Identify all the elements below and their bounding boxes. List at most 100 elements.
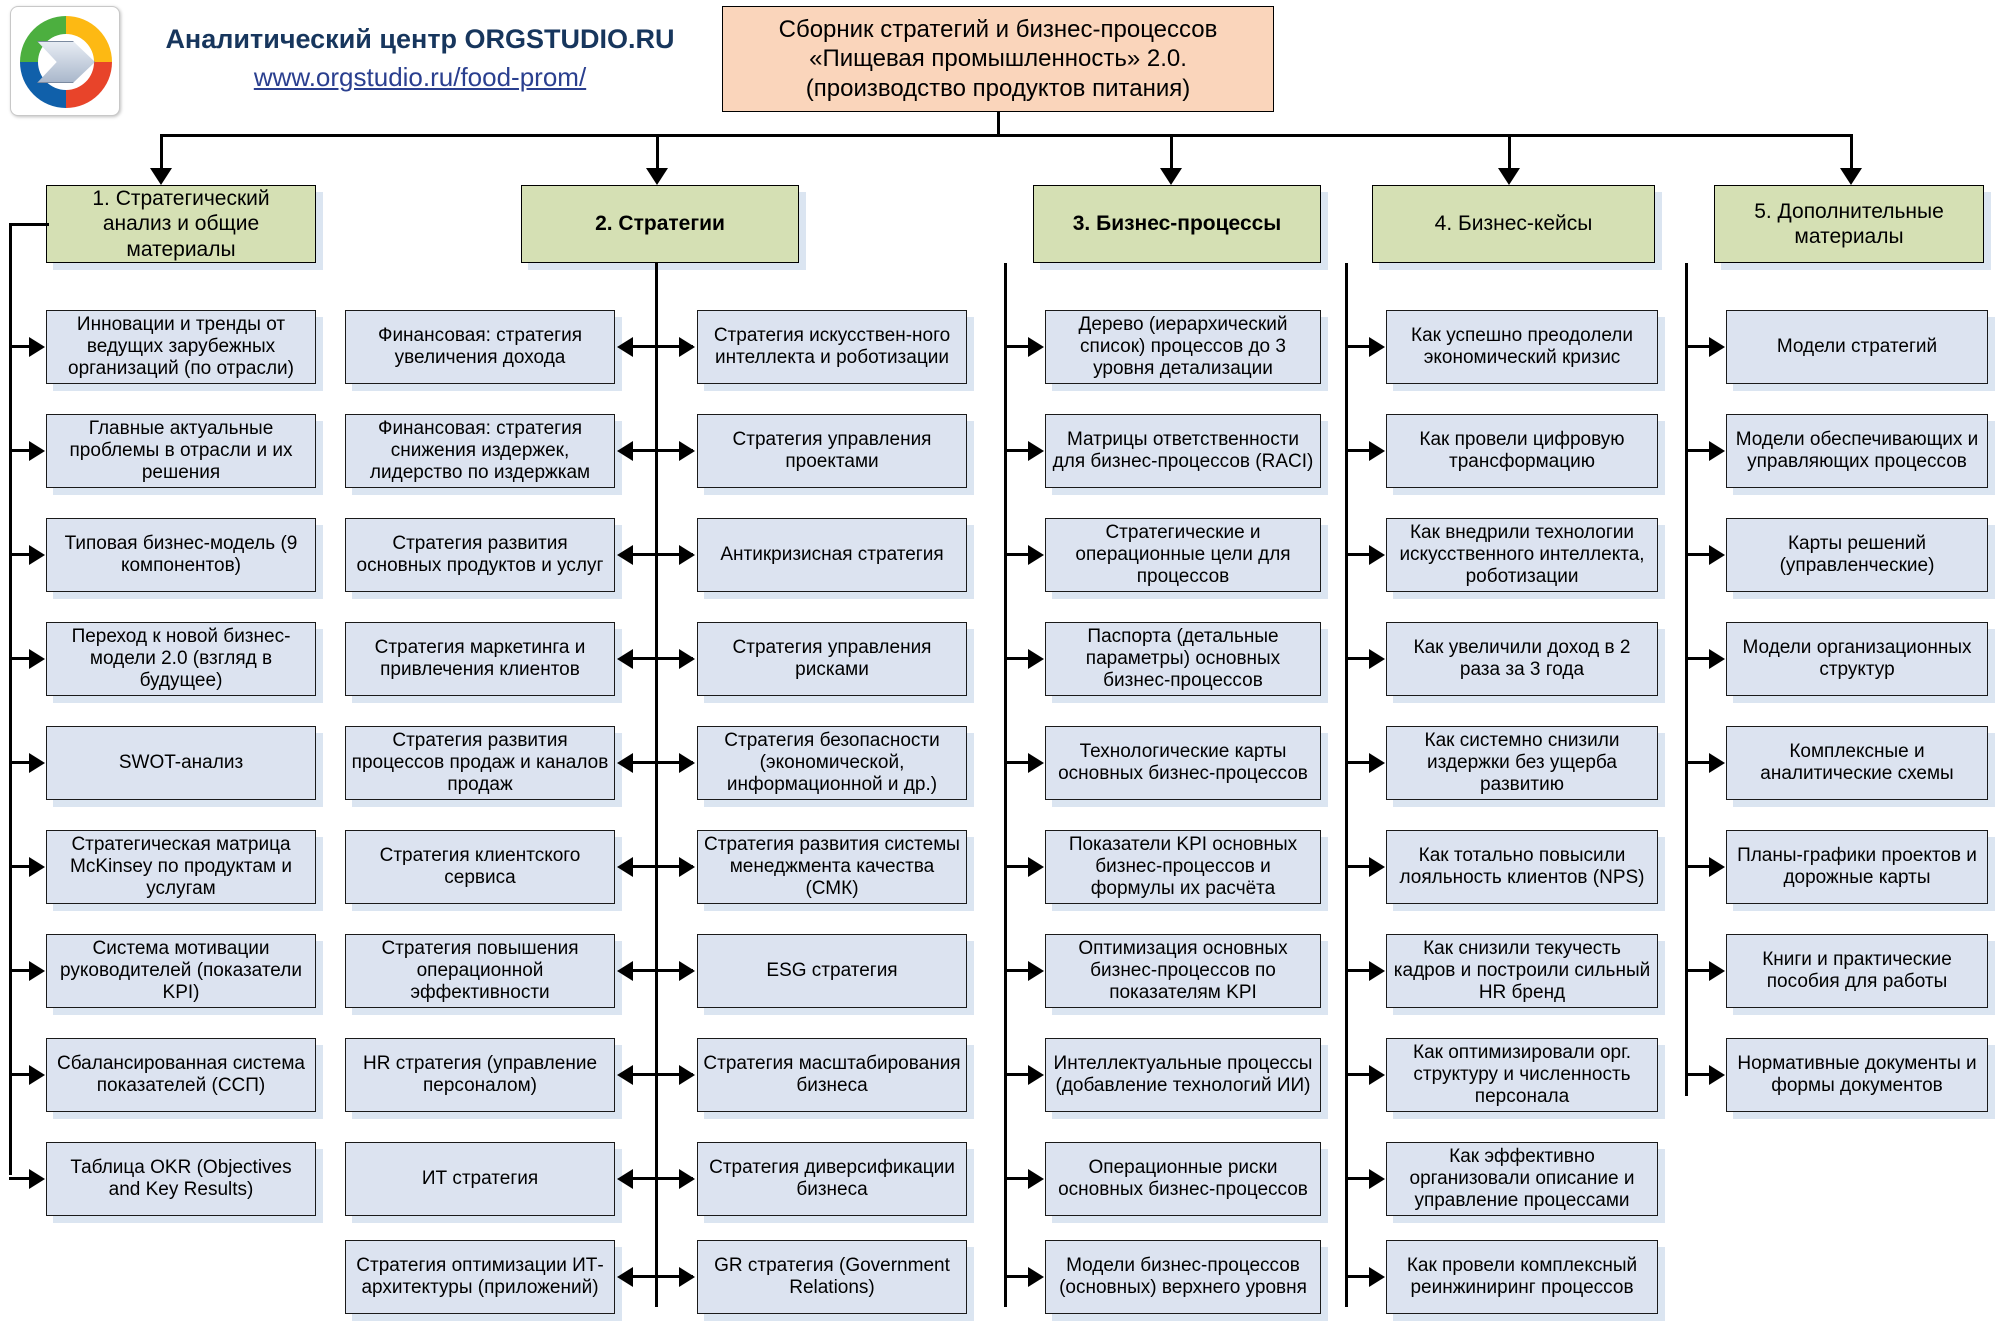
col4-item-1[interactable]: Как успешно преодолели экономический кри… bbox=[1386, 310, 1658, 384]
col3-item-4[interactable]: Паспорта (детальные параметры) основных … bbox=[1045, 622, 1321, 696]
col2a-item-6[interactable]: Стратегия клиентского сервиса bbox=[345, 830, 615, 904]
column-header-5[interactable]: 5. Дополнительные материалы bbox=[1714, 185, 1984, 263]
col4-item-9[interactable]: Как эффективно организовали описание и у… bbox=[1386, 1142, 1658, 1216]
col1-item-7-label: Система мотивации руководителей (показат… bbox=[60, 937, 302, 1004]
col2-arrow-left-9 bbox=[617, 1169, 633, 1189]
col5-item-2[interactable]: Модели обеспечивающих и управляющих проц… bbox=[1726, 414, 1988, 488]
col2b-item-7[interactable]: ESG стратегия bbox=[697, 934, 967, 1008]
col2a-item-4[interactable]: Стратегия маркетинга и привлечения клиен… bbox=[345, 622, 615, 696]
col2b-item-8[interactable]: Стратегия масштабирования бизнеса bbox=[697, 1038, 967, 1112]
col1-item-7[interactable]: Система мотивации руководителей (показат… bbox=[46, 934, 316, 1008]
col4-item-6[interactable]: Как тотально повысили лояльность клиенто… bbox=[1386, 830, 1658, 904]
col2b-item-2[interactable]: Стратегия управления проектами bbox=[697, 414, 967, 488]
col5-item-6[interactable]: Планы-графики проектов и дорожные карты bbox=[1726, 830, 1988, 904]
col4-item-1-label: Как успешно преодолели экономический кри… bbox=[1411, 324, 1633, 368]
col2a-item-5-label: Стратегия развития процессов продаж и ка… bbox=[351, 729, 609, 796]
col4-item-3[interactable]: Как внедрили технологии искусственного и… bbox=[1386, 518, 1658, 592]
col2b-item-1-label: Стратегия искусствен-ного интеллекта и р… bbox=[713, 324, 951, 368]
col2b-item-5[interactable]: Стратегия безопасности (экономической, и… bbox=[697, 726, 967, 800]
col2a-item-6-label: Стратегия клиентского сервиса bbox=[379, 844, 581, 888]
col2a-item-5[interactable]: Стратегия развития процессов продаж и ка… bbox=[345, 726, 615, 800]
col5-item-1[interactable]: Модели стратегий bbox=[1726, 310, 1988, 384]
col3-item-8[interactable]: Интеллектуальные процессы (добавление те… bbox=[1045, 1038, 1321, 1112]
col4-item-2[interactable]: Как провели цифровую трансформацию bbox=[1386, 414, 1658, 488]
col2b-item-9[interactable]: Стратегия диверсификации бизнеса bbox=[697, 1142, 967, 1216]
col3-conn-6 bbox=[1004, 865, 1029, 868]
col3-item-3[interactable]: Стратегические и операционные цели для п… bbox=[1045, 518, 1321, 592]
col2a-item-2[interactable]: Финансовая: стратегия снижения издержек,… bbox=[345, 414, 615, 488]
col1-conn-5 bbox=[9, 761, 30, 764]
col4-item-7[interactable]: Как снизили текучесть кадров и построили… bbox=[1386, 934, 1658, 1008]
col2-arrow-left-3 bbox=[617, 545, 633, 565]
brand-url-link[interactable]: www.orgstudio.ru/food-prom/ bbox=[253, 62, 587, 92]
col2-conn-10 bbox=[621, 1275, 693, 1278]
bus-stem-col1 bbox=[160, 134, 163, 172]
column-header-3-label: 3. Бизнес-процессы bbox=[1072, 212, 1282, 236]
col2b-item-10[interactable]: GR стратегия (Government Relations) bbox=[697, 1240, 967, 1314]
col3-item-6[interactable]: Показатели KPI основных бизнес-процессов… bbox=[1045, 830, 1321, 904]
col3-item-2[interactable]: Матрицы ответственности для бизнес-проце… bbox=[1045, 414, 1321, 488]
orgstudio-logo-icon bbox=[10, 6, 120, 116]
col1-item-4[interactable]: Переход к новой бизнес-модели 2.0 (взгля… bbox=[46, 622, 316, 696]
col5-item-3[interactable]: Карты решений (управленческие) bbox=[1726, 518, 1988, 592]
col3-item-9[interactable]: Операционные риски основных бизнес-проце… bbox=[1045, 1142, 1321, 1216]
col4-item-8[interactable]: Как оптимизировали орг. структуру и числ… bbox=[1386, 1038, 1658, 1112]
col1-item-2[interactable]: Главные актуальные проблемы в отрасли и … bbox=[46, 414, 316, 488]
col1-item-1[interactable]: Инновации и тренды от ведущих зарубежных… bbox=[46, 310, 316, 384]
col2a-item-7[interactable]: Стратегия повышения операционной эффекти… bbox=[345, 934, 615, 1008]
col1-item-8-label: Сбалансированная система показателей (СС… bbox=[57, 1052, 305, 1096]
col2b-item-3-label: Антикризисная стратегия bbox=[720, 543, 944, 565]
col5-item-8[interactable]: Нормативные документы и формы документов bbox=[1726, 1038, 1988, 1112]
col1-item-9[interactable]: Таблица OKR (Objectives and Key Results) bbox=[46, 1142, 316, 1216]
col2a-item-9[interactable]: ИТ стратегия bbox=[345, 1142, 615, 1216]
col2a-item-1-label: Финансовая: стратегия увеличения дохода bbox=[378, 324, 582, 368]
col5-item-4[interactable]: Модели организационных структур bbox=[1726, 622, 1988, 696]
col1-item-8[interactable]: Сбалансированная система показателей (СС… bbox=[46, 1038, 316, 1112]
col2b-item-6[interactable]: Стратегия развития системы менеджмента к… bbox=[697, 830, 967, 904]
col2-conn-3 bbox=[621, 553, 693, 556]
col2a-item-8[interactable]: HR стратегия (управление персоналом) bbox=[345, 1038, 615, 1112]
col4-item-4[interactable]: Как увеличили доход в 2 раза за 3 года bbox=[1386, 622, 1658, 696]
col1-conn-8 bbox=[9, 1073, 30, 1076]
col3-item-6-label: Показатели KPI основных бизнес-процессов… bbox=[1068, 833, 1298, 900]
col3-item-1[interactable]: Дерево (иерархический список) процессов … bbox=[1045, 310, 1321, 384]
col4-conn-6 bbox=[1345, 865, 1370, 868]
col1-item-1-label: Инновации и тренды от ведущих зарубежных… bbox=[68, 313, 294, 380]
col4-item-5[interactable]: Как системно снизили издержки без ущерба… bbox=[1386, 726, 1658, 800]
col5-item-7[interactable]: Книги и практические пособия для работы bbox=[1726, 934, 1988, 1008]
col1-arrow-5 bbox=[29, 753, 45, 773]
col2a-item-1[interactable]: Финансовая: стратегия увеличения дохода bbox=[345, 310, 615, 384]
col3-item-7[interactable]: Оптимизация основных бизнес-процессов по… bbox=[1045, 934, 1321, 1008]
col2a-item-4-label: Стратегия маркетинга и привлечения клиен… bbox=[374, 636, 586, 680]
col1-item-2-label: Главные актуальные проблемы в отрасли и … bbox=[69, 417, 293, 484]
col1-item-3[interactable]: Типовая бизнес-модель (9 компонентов) bbox=[46, 518, 316, 592]
col2b-item-3[interactable]: Антикризисная стратегия bbox=[697, 518, 967, 592]
column-header-1[interactable]: 1. Стратегический анализ и общие материа… bbox=[46, 185, 316, 263]
col1-item-5[interactable]: SWOT-анализ bbox=[46, 726, 316, 800]
col2-conn-7 bbox=[621, 969, 693, 972]
col2a-item-7-label: Стратегия повышения операционной эффекти… bbox=[381, 937, 579, 1004]
col3-item-5[interactable]: Технологические карты основных бизнес-пр… bbox=[1045, 726, 1321, 800]
col2a-item-2-label: Финансовая: стратегия снижения издержек,… bbox=[369, 417, 591, 484]
col5-arrow-4 bbox=[1709, 649, 1725, 669]
bus-arrow-col3 bbox=[1160, 168, 1182, 185]
col1-item-6[interactable]: Стратегическая матрица McKinsey по проду… bbox=[46, 830, 316, 904]
col3-item-10[interactable]: Модели бизнес-процессов (основных) верхн… bbox=[1045, 1240, 1321, 1314]
col1-conn-3 bbox=[9, 553, 30, 556]
col4-conn-8 bbox=[1345, 1073, 1370, 1076]
col3-arrow-9 bbox=[1028, 1169, 1044, 1189]
column-header-3[interactable]: 3. Бизнес-процессы bbox=[1033, 185, 1321, 263]
column-header-1-line-1: 1. Стратегический bbox=[92, 187, 270, 211]
col2b-item-1[interactable]: Стратегия искусствен-ного интеллекта и р… bbox=[697, 310, 967, 384]
page-title-line-3: (производство продуктов питания) bbox=[805, 74, 1191, 102]
col2a-item-3[interactable]: Стратегия развития основных продуктов и … bbox=[345, 518, 615, 592]
col2a-item-10[interactable]: Стратегия оптимизации ИТ-архитектуры (пр… bbox=[345, 1240, 615, 1314]
column-header-4[interactable]: 4. Бизнес-кейсы bbox=[1372, 185, 1655, 263]
col4-item-10[interactable]: Как провели комплексный реинжиниринг про… bbox=[1386, 1240, 1658, 1314]
col2-arrow-left-10 bbox=[617, 1267, 633, 1287]
col2-arrow-right-7 bbox=[679, 961, 695, 981]
col5-item-5[interactable]: Комплексные и аналитические схемы bbox=[1726, 726, 1988, 800]
col2b-item-4[interactable]: Стратегия управления рисками bbox=[697, 622, 967, 696]
title-stem bbox=[997, 112, 1000, 136]
column-header-2[interactable]: 2. Стратегии bbox=[521, 185, 799, 263]
